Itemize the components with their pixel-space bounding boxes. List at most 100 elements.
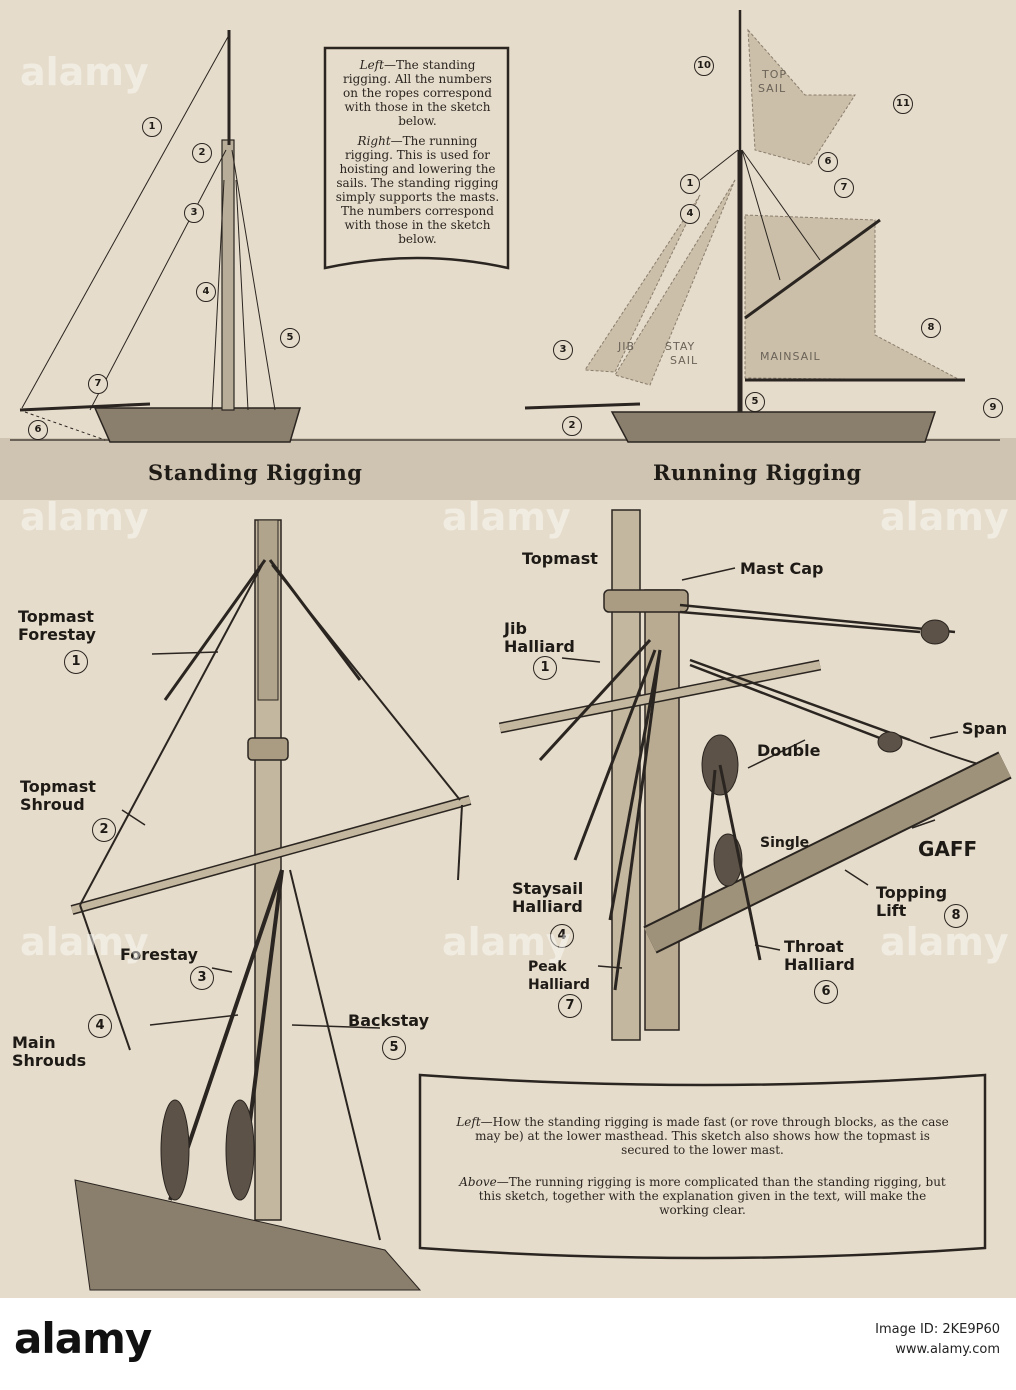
footer-image-id: Image ID: 2KE9P60 (875, 1322, 1000, 1337)
running-rigging-title: Running Rigging (653, 460, 862, 485)
running-rigging-boat (524, 10, 965, 443)
standing-num-6: 6 (28, 420, 48, 440)
detail-chainplate-deck (74, 1179, 422, 1291)
footer-site: www.alamy.com (895, 1342, 1000, 1357)
bottom-caption-left-label: Left (456, 1115, 481, 1129)
top-caption-frame (323, 46, 510, 270)
footer-meta: Image ID: 2KE9P60 www.alamy.com (875, 1320, 1000, 1360)
detail-deadeye-a (160, 1099, 190, 1201)
bottom-caption-left-text: —How the standing rigging is made fast (… (475, 1115, 949, 1157)
watermark-6: alamy (442, 920, 571, 964)
label-double: Double (757, 741, 821, 760)
standing-shroud-b (235, 179, 249, 411)
leader-lines (121, 567, 959, 1029)
detail-r-single-block (713, 833, 743, 887)
label-single: Single (760, 835, 810, 851)
standing-num-3: 3 (184, 203, 204, 223)
standing-forestay (89, 149, 227, 411)
running-num-10: 10 (694, 56, 714, 76)
label-mast-cap: Mast Cap (740, 559, 824, 578)
left-num-3: 3 (190, 966, 214, 990)
lower-masthead-detail (70, 519, 472, 1291)
running-num-1: 1 (680, 174, 700, 194)
label-span: Span (962, 719, 1008, 738)
standing-num-7: 7 (88, 374, 108, 394)
right-num-8: 8 (944, 904, 968, 928)
top-caption: Left—The standing rigging. All the numbe… (335, 58, 500, 252)
left-num-1: 1 (64, 650, 88, 674)
detail-topmast (257, 519, 279, 701)
bottom-caption: Left—How the standing rigging is made fa… (455, 1115, 950, 1223)
sail-label-stay: STAY (665, 340, 696, 353)
standing-topmast-forestay (21, 34, 230, 409)
detail-r-mast-cap (603, 589, 689, 613)
top-caption-right-label: Right (357, 134, 391, 148)
detail-r-topping-block (920, 619, 950, 645)
standing-backstay (231, 149, 276, 411)
detail-r-span-rope (679, 603, 956, 634)
running-num-9: 9 (983, 398, 1003, 418)
running-masthead-detail (498, 509, 1012, 1041)
detail-topmast-shroud (79, 564, 263, 906)
watermark-2: alamy (20, 495, 149, 539)
jib (584, 194, 701, 373)
right-num-1: 1 (533, 656, 557, 680)
standing-num-4: 4 (196, 282, 216, 302)
running-hull (610, 411, 937, 443)
running-num-8: 8 (921, 318, 941, 338)
watermark-4: alamy (880, 495, 1009, 539)
stock-footer: alamy Image ID: 2KE9P60 www.alamy.com (0, 1298, 1016, 1390)
standing-num-1: 1 (142, 117, 162, 137)
running-num-5: 5 (745, 392, 765, 412)
rigging-illustration (0, 10, 1016, 1291)
running-num-7: 7 (834, 178, 854, 198)
label-backstay: Backstay (348, 1011, 430, 1030)
running-num-6: 6 (818, 152, 838, 172)
standing-rigging-title: Standing Rigging (148, 460, 363, 485)
sail-label-stay2: SAIL (670, 354, 699, 367)
topsail (747, 28, 856, 166)
running-num-4: 4 (680, 204, 700, 224)
water-band (0, 438, 1016, 500)
left-num-2: 2 (92, 818, 116, 842)
left-num-5: 5 (382, 1036, 406, 1060)
detail-deadeye-b (225, 1099, 255, 1201)
bottom-caption-frame (418, 1073, 987, 1260)
standing-num-5: 5 (280, 328, 300, 348)
right-num-7: 7 (558, 994, 582, 1018)
sail-label-jib: JIB (618, 340, 636, 353)
running-bowsprit (524, 402, 641, 410)
top-caption-right-text: —The running rigging. This is used for h… (335, 134, 500, 246)
sail-label-main: MAINSAIL (760, 350, 821, 363)
detail-r-lower-mast (644, 589, 680, 1031)
watermark-3: alamy (442, 495, 571, 539)
standing-shroud-a (211, 179, 225, 411)
running-num-11: 11 (893, 94, 913, 114)
footer-logo: alamy (14, 1314, 152, 1363)
staysail (614, 179, 736, 386)
illustration-plate: Left—The standing rigging. All the numbe… (0, 0, 1016, 1298)
standing-bowsprit (19, 402, 151, 412)
watermark-5: alamy (20, 920, 149, 964)
detail-mast-cap (247, 737, 289, 761)
watermark-7: alamy (880, 920, 1009, 964)
standing-num-2: 2 (192, 143, 212, 163)
detail-topmast-forestay (163, 559, 267, 701)
sail-label-top: TOP (762, 68, 788, 81)
label-forestay: Forestay (120, 945, 198, 964)
standing-hull (93, 407, 302, 443)
detail-backstay (289, 869, 381, 1241)
running-num-3: 3 (553, 340, 573, 360)
right-num-6: 6 (814, 980, 838, 1004)
standing-bobstay (24, 411, 106, 441)
sail-label-top2: SAIL (758, 82, 787, 95)
label-topmast: Topmast (522, 549, 598, 568)
